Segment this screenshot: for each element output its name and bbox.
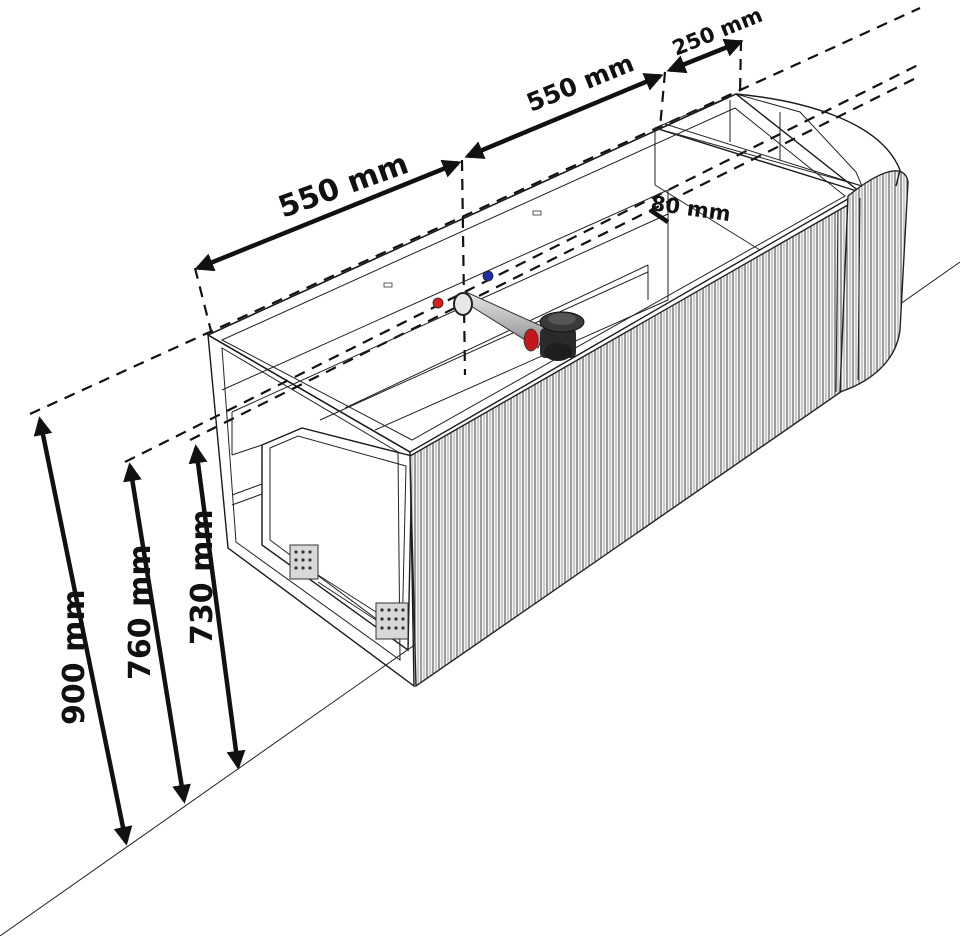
dim-arrow-height-drawer xyxy=(188,444,246,770)
dim-arrow-offset xyxy=(648,208,670,224)
dim-arrow-width-right xyxy=(666,38,744,74)
dim-arrow-height-cabinet xyxy=(123,462,191,804)
plumbing xyxy=(432,270,585,361)
label-height-cabinet: 760 mm xyxy=(123,544,158,680)
dimension-arrows xyxy=(33,38,744,846)
dim-arrow-height-total xyxy=(33,416,133,846)
label-width-left: 550 mm xyxy=(274,146,413,225)
label-height-drawer: 730 mm xyxy=(185,509,220,645)
cold-water-valve xyxy=(482,270,494,282)
label-height-total: 900 mm xyxy=(57,589,92,725)
pipe-opening xyxy=(453,292,473,316)
hot-water-valve xyxy=(432,297,444,309)
dim-arrow-width-left xyxy=(194,159,462,272)
siphon xyxy=(523,311,585,361)
dim-arrow-width-middle xyxy=(464,73,664,159)
fluted-front-panel xyxy=(409,93,909,688)
label-offset: 80 mm xyxy=(649,191,732,226)
